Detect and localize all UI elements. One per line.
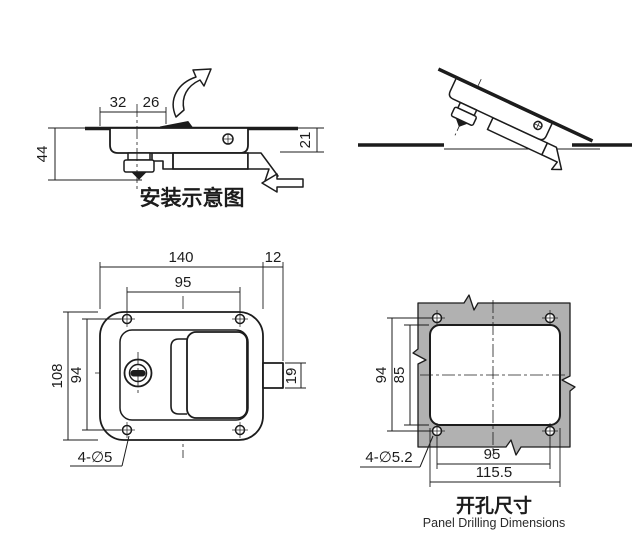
latch-arm-side [172,152,249,170]
latch-front-view: 140 12 95 108 94 19 4-∅5 [49,249,306,467]
drill-holes-label: 4-∅5.2 [365,449,412,466]
tilted-screw [533,120,543,131]
latch-step-profile [151,153,173,170]
dim-label-pawl-projection: 12 [265,249,282,266]
dim-label-pawl-height: 19 [283,368,300,385]
key-cylinder [123,352,153,394]
tilted-latch-hook [541,142,563,171]
dim-label-overall-height: 108 [49,363,66,388]
handle-edge-wedge [159,120,193,128]
dim-label-cylinder-to-handle: 26 [143,94,160,111]
drilling-view-title-cn: 开孔尺寸 [456,494,532,517]
dim-label-panel-hole-spacing-h: 95 [484,446,501,463]
mounting-holes-label: 4-∅5 [78,449,113,466]
rotation-arrow-icon [172,68,212,118]
dim-label-hole-spacing-h: 95 [175,274,192,291]
dim-label-width-to-cylinder: 32 [110,94,127,111]
drilling-view-title-en: Panel Drilling Dimensions [423,516,565,530]
dim-label-hole-spacing-v: 94 [68,367,85,384]
dim-label-overall-width: 140 [168,249,193,266]
tilted-latch [437,67,594,171]
lock-cylinder-side [123,152,155,180]
tilted-cylinder-tip [455,117,469,127]
dim-label-cutout-height: 85 [391,367,408,384]
tilted-flange-line [437,67,594,143]
panel-drilling-view: 94 85 95 115.5 4-∅5.2 开孔尺寸 Panel Drillin… [360,294,576,530]
installed-tilted-view [358,67,632,171]
dim-label-total-depth: 44 [34,146,51,163]
installation-view-title: 安装示意图 [140,186,245,210]
drill-holes [429,310,558,439]
screw-side [222,133,234,145]
dim-label-grip-depth: 21 [297,132,314,149]
handle-lip [170,338,187,415]
latch-pawl [262,362,284,389]
paddle-handle [186,331,248,419]
dim-label-cutout-width: 115.5 [476,464,512,481]
dim-label-panel-hole-spacing-v: 94 [373,367,390,384]
mounting-holes [119,311,248,438]
push-direction-arrow-icon [261,173,304,193]
installation-side-view: 32 26 44 21 安装示意图 [34,68,324,210]
tilted-latch-housing [448,77,553,141]
